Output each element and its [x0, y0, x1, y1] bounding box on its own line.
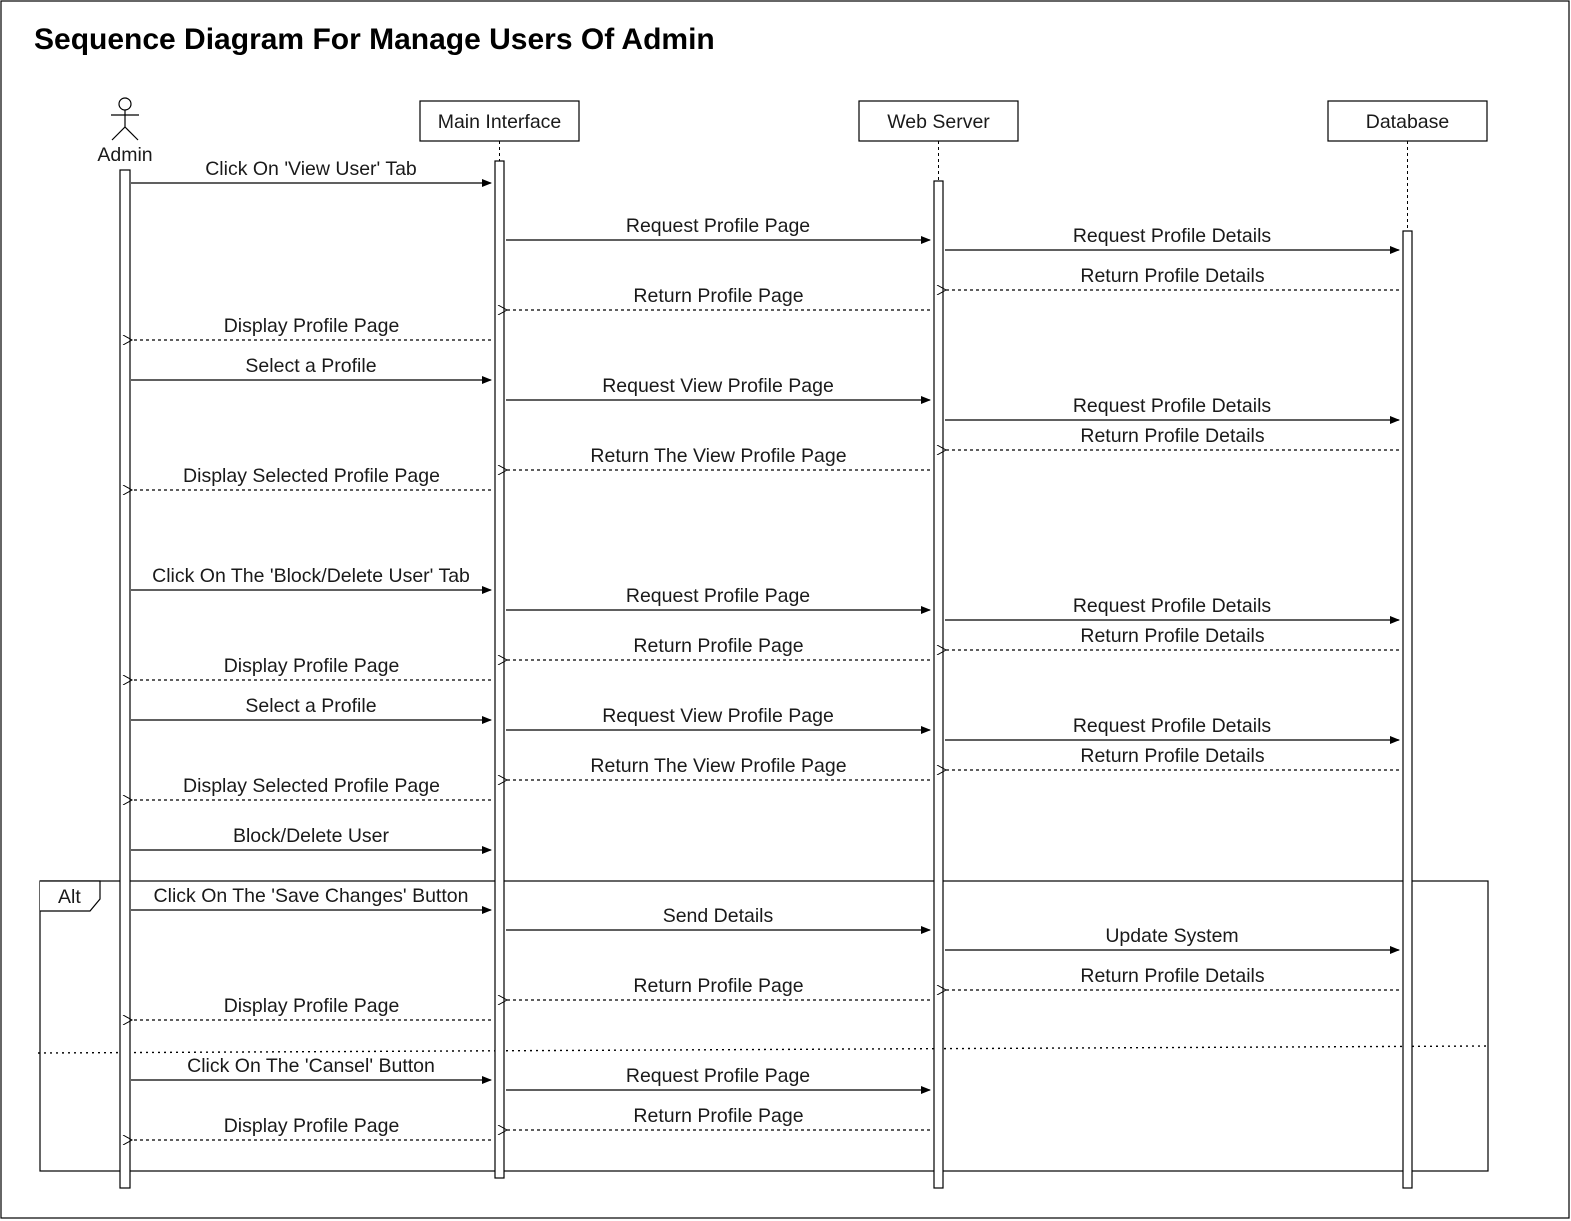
message-label: Display Profile Page [224, 1115, 400, 1137]
message-label: Return Profile Page [633, 1105, 803, 1127]
alt-fragment-divider [37, 1045, 1489, 1054]
alt-fragment: Alt [37, 880, 1489, 1172]
message-label: Click On The 'Block/Delete User' Tab [152, 565, 470, 587]
participant-main-interface: Main Interface [419, 100, 580, 142]
message-label: Return Profile Page [633, 635, 803, 657]
alt-fragment-label: Alt [58, 886, 81, 908]
message-label: Request Profile Page [626, 215, 810, 237]
participant-web-server: Web Server [858, 100, 1019, 142]
message-label: Request Profile Details [1073, 715, 1272, 737]
message-label: Return The View Profile Page [590, 445, 846, 467]
message-label: Request View Profile Page [602, 705, 834, 727]
message-label: Request Profile Page [626, 1065, 810, 1087]
admin-actor-label: Admin [97, 144, 152, 166]
participant-main-interface-label: Main Interface [438, 111, 562, 133]
message-label: Click On The 'Cansel' Button [187, 1055, 435, 1077]
participant-web-server-label: Web Server [887, 111, 990, 133]
activation-database [1402, 230, 1413, 1189]
message-label: Click On The 'Save Changes' Button [154, 885, 469, 907]
message-label: Return Profile Page [633, 285, 803, 307]
message-label: Request Profile Page [626, 585, 810, 607]
message-label: Return Profile Page [633, 975, 803, 997]
message-label: Select a Profile [245, 355, 376, 377]
message-label: Request Profile Details [1073, 395, 1272, 417]
activation-admin [119, 169, 131, 1189]
participant-database-label: Database [1366, 111, 1449, 133]
activation-web-server [933, 180, 944, 1189]
message-label: Display Selected Profile Page [183, 775, 440, 797]
admin-actor-icon [111, 97, 139, 141]
message-label: Display Profile Page [224, 655, 400, 677]
activation-main-interface [494, 160, 505, 1179]
message-label: Return Profile Details [1080, 745, 1264, 767]
message-label: Display Selected Profile Page [183, 465, 440, 487]
message-label: Return Profile Details [1080, 965, 1264, 987]
message-label: Request View Profile Page [602, 375, 834, 397]
message-label: Request Profile Details [1073, 595, 1272, 617]
message-label: Return Profile Details [1080, 625, 1264, 647]
message-label: Request Profile Details [1073, 225, 1272, 247]
message-label: Select a Profile [245, 695, 376, 717]
message-label: Display Profile Page [224, 995, 400, 1017]
message-label: Return The View Profile Page [590, 755, 846, 777]
message-label: Return Profile Details [1080, 425, 1264, 447]
message-label: Display Profile Page [224, 315, 400, 337]
message-label: Update System [1105, 925, 1238, 947]
message-label: Click On 'View User' Tab [205, 158, 417, 180]
participant-database: Database [1327, 100, 1488, 142]
message-label: Return Profile Details [1080, 265, 1264, 287]
message-label: Block/Delete User [233, 825, 390, 847]
diagram-title: Sequence Diagram For Manage Users Of Adm… [34, 23, 715, 56]
message-label: Send Details [663, 905, 774, 927]
